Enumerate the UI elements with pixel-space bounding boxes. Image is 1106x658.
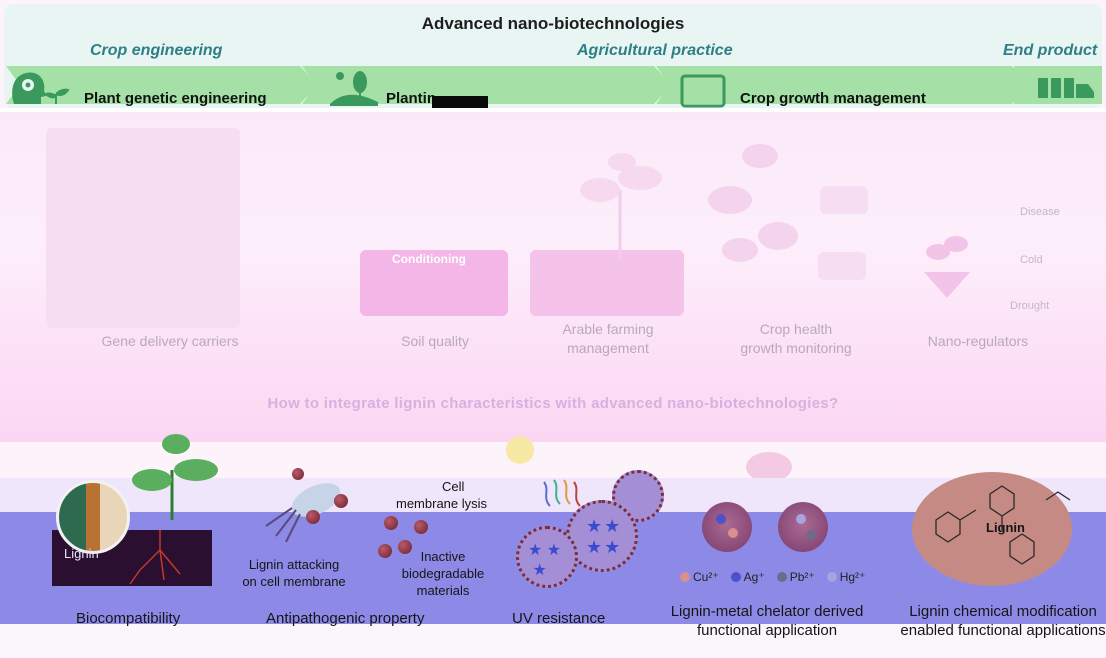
main-title: Advanced nano-biotechnologies [421, 14, 685, 33]
label-inactive: Inactive biodegradable materials [388, 548, 498, 599]
metal-label: Hg²⁺ [839, 570, 866, 584]
regulator-cold: Cold [1020, 254, 1043, 266]
title-biocompatibility: Biocompatibility [76, 610, 181, 627]
lignin-label-bio: Lignin [64, 546, 99, 561]
title-chelator-line1: Lignin-metal chelator derived [670, 603, 864, 620]
stage-label-planting: Plantin [386, 90, 437, 107]
uv-rays-icon [543, 479, 581, 507]
metal-legend-item: Pb²⁺ [776, 570, 815, 584]
stage-label-growth: Crop growth management [740, 90, 926, 107]
title-chelator-line2: functional application [696, 622, 838, 639]
monitor-icon-2 [818, 252, 866, 280]
label-nano-regulators: Nano-regulators [927, 333, 1029, 349]
root-network [129, 530, 181, 585]
title-chemical: Lignin chemical modification enabled fun… [896, 602, 1106, 640]
stage-label-genetic: Plant genetic engineering [84, 90, 267, 107]
metal-swatch [730, 572, 741, 582]
occluding-block [432, 96, 488, 110]
label-cell-lysis-line2: membrane lysis [396, 496, 488, 511]
stage-band-growth [656, 66, 1030, 104]
title-chemical-line1: Lignin chemical modification [909, 603, 1097, 620]
metal-dot [806, 530, 816, 540]
metal-legend-item: Hg²⁺ [826, 570, 866, 584]
chelator-particle [702, 502, 752, 552]
label-soil-quality: Soil quality [401, 333, 469, 349]
lignin-particle [306, 510, 320, 524]
title-chelator: Lignin-metal chelator derived functional… [662, 602, 872, 640]
regulator-disease: Disease [1020, 206, 1060, 218]
metal-legend-item: Cu²⁺ [680, 570, 719, 584]
uv-nanoparticle [516, 526, 578, 588]
label-arable-line2: management [567, 340, 649, 356]
tree-hill-icon [330, 71, 378, 106]
lignin-center-label: Lignin [986, 520, 1025, 535]
chelator-particle [778, 502, 828, 552]
lignin-ellipse [912, 472, 1072, 586]
stage-band-genetic [6, 66, 318, 104]
title-uv-resistance: UV resistance [512, 610, 606, 627]
gene-delivery-panel [46, 128, 240, 328]
metal-label: Cu²⁺ [693, 570, 719, 584]
head-plant-icon [12, 72, 70, 104]
uv-nanoparticle [612, 470, 664, 522]
truck-icon [1038, 78, 1094, 98]
arable-panel [530, 250, 684, 316]
conditioning-label: Conditioning [392, 252, 466, 266]
laptop-icon [680, 74, 726, 108]
label-gene-delivery: Gene delivery carriers [101, 333, 239, 349]
label-crop-health: Crop health growth monitoring [716, 320, 876, 358]
label-cell-lysis-line1: Cell [442, 479, 465, 494]
uv-nanoparticle [566, 500, 638, 572]
label-attacking-line1: Lignin attacking [248, 557, 340, 572]
lignin-particle [334, 494, 348, 508]
label-cell-lysis: Cell membrane lysis [396, 478, 487, 512]
lignin-particle [378, 544, 392, 558]
conditioning-panel [360, 250, 508, 316]
lignin-particle [398, 540, 412, 554]
section-crop-engineering: Crop engineering [90, 42, 223, 59]
label-crop-health-line2: growth monitoring [740, 340, 852, 356]
lignin-particle [414, 520, 428, 534]
label-lignin-attacking: Lignin attacking on cell membrane [236, 556, 352, 590]
metal-blob-icon [746, 452, 792, 482]
metal-swatch [776, 572, 787, 582]
sprout-pot-icon [924, 236, 970, 298]
question-text: How to integrate lignin characteristics … [267, 395, 839, 412]
bottom-strip [0, 624, 1106, 658]
metal-dot [728, 528, 738, 538]
label-inactive-line3: materials [416, 583, 470, 598]
metal-dot [716, 514, 726, 524]
monitor-icon [820, 186, 868, 214]
metal-dot [796, 514, 806, 524]
metal-legend-item: Ag⁺ [730, 570, 765, 584]
label-inactive-line1: Inactive [420, 549, 466, 564]
sun-icon [506, 436, 534, 464]
section-agricultural-practice: Agricultural practice [577, 42, 733, 59]
lignin-particle [292, 468, 304, 480]
regulator-drought: Drought [1010, 300, 1050, 312]
label-arable-line1: Arable farming [562, 321, 654, 337]
lignin-structure [935, 485, 1071, 565]
metal-legend: Cu²⁺ Ag⁺ Pb²⁺ Hg²⁺ [680, 570, 865, 584]
metal-swatch [826, 572, 837, 582]
label-arable: Arable farming management [528, 320, 688, 358]
metal-label: Pb²⁺ [789, 570, 815, 584]
pathogen-icon [265, 483, 341, 543]
label-attacking-line2: on cell membrane [242, 574, 346, 589]
label-crop-health-line1: Crop health [759, 321, 833, 337]
lignin-particle [384, 516, 398, 530]
seedling-icon [580, 153, 662, 260]
metal-swatch [680, 572, 690, 582]
title-chemical-line2: enabled functional applications [900, 622, 1106, 639]
star-marks: ★★★★ [586, 516, 623, 557]
metal-label: Ag⁺ [743, 570, 765, 584]
plant-leaves-icon [708, 144, 798, 262]
section-end-product: End product [1003, 42, 1098, 59]
lignin-magnify-circle [56, 480, 130, 554]
star-marks: ★ ★ ★ [528, 542, 562, 579]
label-inactive-line2: biodegradable [401, 566, 485, 581]
title-antipathogenic: Antipathogenic property [266, 610, 425, 627]
plant-icon [132, 434, 218, 520]
